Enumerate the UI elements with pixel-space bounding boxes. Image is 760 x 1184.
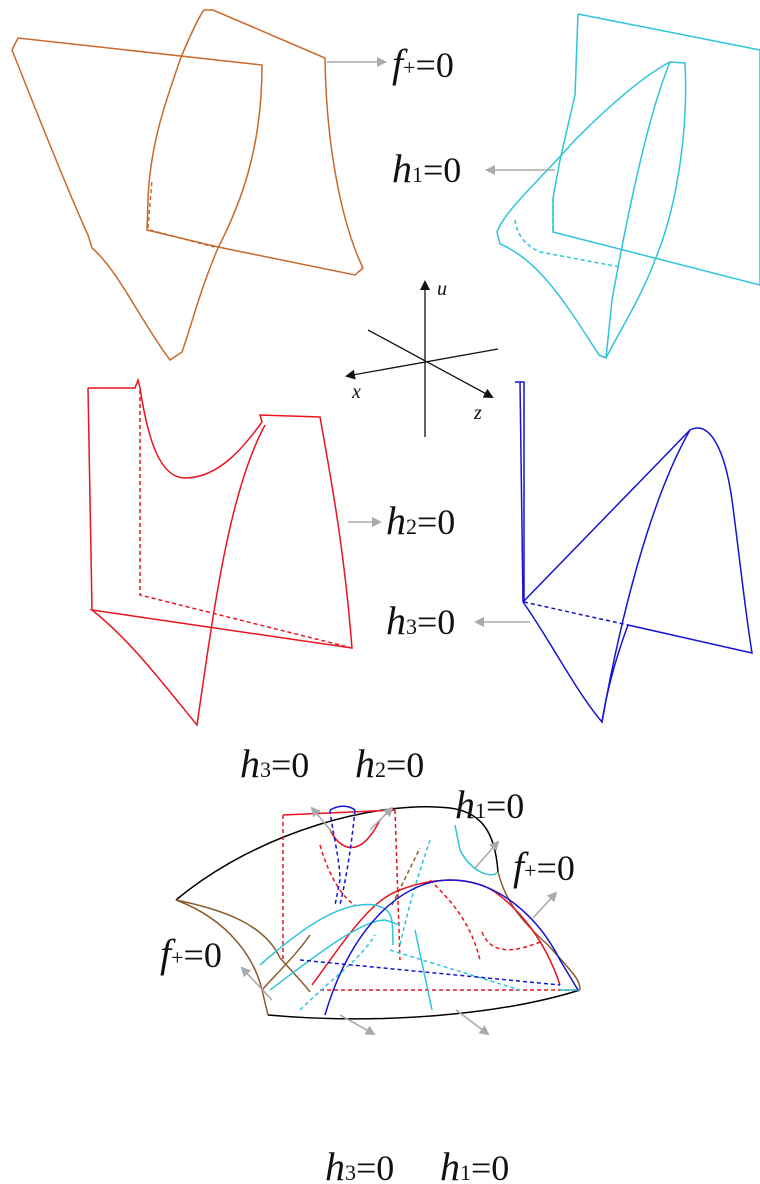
svg-text:h1=0: h1=0 (440, 1144, 509, 1184)
surface-f-plus (11, 9, 364, 362)
label-h3-bottom: h3=0 (325, 1014, 394, 1184)
axis-label-x: x (351, 381, 361, 403)
label-h1-top: h1=0 (392, 146, 555, 191)
surface-h3 (515, 381, 753, 724)
svg-text:h3=0: h3=0 (386, 598, 455, 643)
svg-text:f+=0: f+=0 (392, 41, 454, 86)
svg-text:h1=0: h1=0 (392, 146, 461, 191)
label-f-plus-bottom-right: f+=0 (513, 844, 575, 919)
label-h1-bottom-top: h1=0 (455, 782, 524, 869)
label-h1-bottom: h1=0 (440, 1009, 509, 1184)
label-f-plus-bottom-left: f+=0 (160, 931, 273, 1001)
label-f-plus-top: f+=0 (327, 41, 454, 86)
axes-triad (345, 280, 499, 437)
label-h2-bottom: h2=0 (355, 741, 424, 831)
axis-label-z: z (473, 402, 482, 424)
axis-label-u: u (437, 278, 447, 300)
svg-text:h2=0: h2=0 (386, 498, 455, 543)
svg-text:f+=0: f+=0 (160, 931, 222, 976)
surface-h2 (87, 377, 353, 727)
label-h3-bottom-top: h3=0 (240, 741, 333, 833)
label-h2-mid: h2=0 (348, 498, 455, 543)
svg-text:h3=0: h3=0 (325, 1144, 394, 1184)
svg-text:h3=0: h3=0 (240, 741, 309, 786)
svg-text:h1=0: h1=0 (455, 782, 524, 827)
svg-text:f+=0: f+=0 (513, 844, 575, 889)
svg-text:h2=0: h2=0 (355, 741, 424, 786)
label-h3-mid: h3=0 (386, 598, 530, 643)
combined-surfaces (175, 805, 581, 1020)
surface-h1 (496, 13, 760, 359)
